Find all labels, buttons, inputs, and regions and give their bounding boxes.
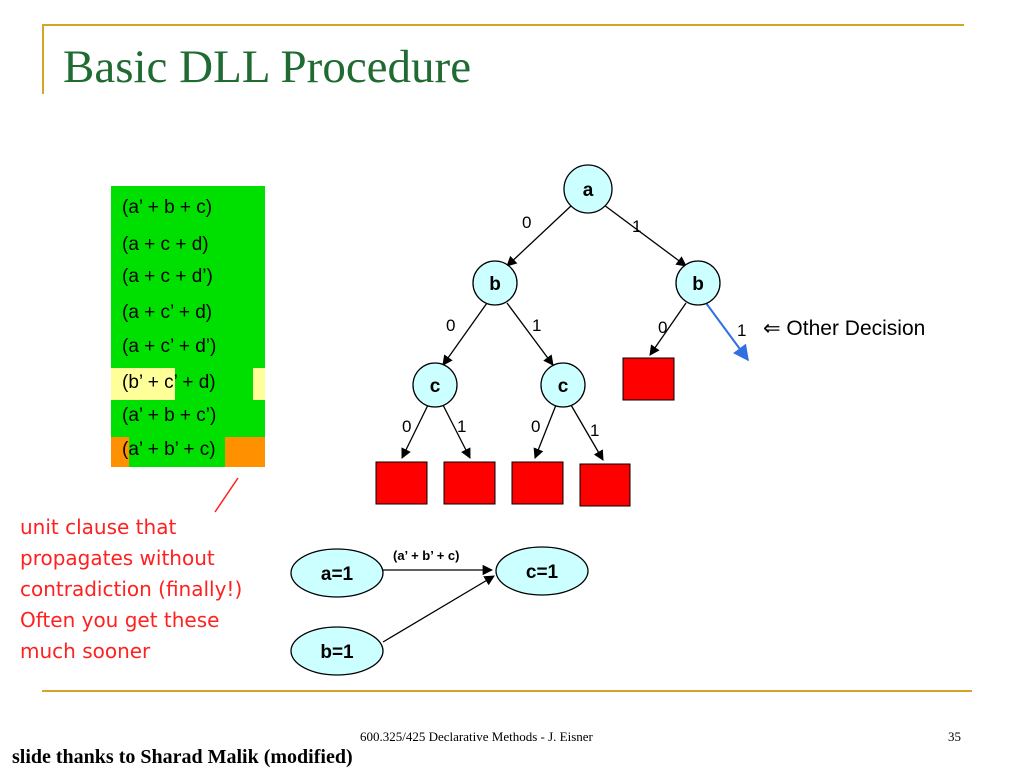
edge-label: 1	[632, 217, 641, 236]
frame-left-line	[42, 24, 44, 94]
tree-node-c-left	[412, 362, 458, 408]
tree-node-c-right	[540, 362, 586, 408]
annotation-line: contradiction (finally!)	[20, 577, 243, 601]
tree-node-label: b	[692, 274, 704, 295]
satisfied-clauses-block	[111, 186, 265, 374]
edge-label: 0	[522, 213, 531, 232]
implication-node-label: a=1	[321, 564, 354, 585]
edge-lc-left	[401, 404, 429, 459]
conflict-leaf	[579, 463, 631, 507]
frame-top-line	[42, 24, 964, 26]
annotation-line: much sooner	[20, 639, 151, 663]
edge-label: 1	[532, 316, 541, 335]
implication-node-label: c=1	[526, 562, 559, 583]
unit-clause-partial-green	[129, 437, 225, 467]
implication-node-label: b=1	[320, 642, 354, 663]
implication-edge-label: (a’ + b’ + c)	[393, 548, 459, 563]
tree-node-b-left	[472, 260, 518, 306]
edge-lb-left	[442, 302, 488, 366]
edge-a-right	[603, 204, 687, 267]
conflict-leaf	[443, 461, 496, 505]
edge-label: 0	[446, 316, 455, 335]
footer-line	[42, 690, 972, 692]
clause-8: (a’ + b’ + c)	[122, 439, 216, 460]
edge-rb-left	[649, 302, 687, 356]
tree-node-b-right	[675, 260, 721, 306]
implication-node-c	[495, 546, 589, 596]
tree-node-label: a	[583, 180, 594, 201]
annotation-arrow	[214, 477, 239, 513]
clause-bg-green-3	[111, 400, 265, 437]
edge-rc-right	[570, 404, 604, 461]
annotation-line: unit clause that	[20, 515, 177, 539]
clause-2: (a + c + d)	[122, 234, 209, 255]
edge-rb-right-blue	[705, 302, 749, 362]
edge-lb-right	[506, 302, 554, 366]
clause-table: (a’ + b + c) (a + c + d) (a + c + d’) (a…	[111, 186, 265, 467]
annotation-line: Often you get these	[20, 608, 220, 632]
tree-node-a	[563, 164, 613, 214]
annotation-line: propagates without	[20, 546, 215, 570]
tree-node-label: c	[558, 376, 569, 397]
clause-partial-green	[175, 368, 253, 400]
edge-label: 0	[531, 417, 540, 436]
edge-label: 1	[590, 421, 599, 440]
footer-text: 600.325/425 Declarative Methods - J. Eis…	[360, 729, 593, 744]
unit-clause-annotation: unit clause that propagates without cont…	[20, 512, 242, 667]
clause-7: (a’ + b + c’)	[122, 405, 217, 426]
edge-label: 1	[457, 417, 466, 436]
other-decision-label: ⇐ Other Decision	[763, 317, 926, 340]
implication-node-a	[290, 548, 384, 598]
edge-label: 0	[402, 417, 411, 436]
edge-lc-right	[442, 404, 471, 459]
edge-rc-left	[533, 404, 557, 459]
tree-node-label: b	[489, 274, 501, 295]
clause-4: (a + c’ + d)	[122, 302, 213, 323]
edge-a-left	[506, 204, 573, 267]
tree-node-label: c	[430, 376, 441, 397]
conflict-leaf	[622, 357, 675, 401]
conflict-leaf	[511, 461, 564, 505]
slide-title: Basic DLL Procedure	[63, 41, 472, 93]
edge-label: 0	[658, 318, 667, 337]
conflict-leaf	[375, 461, 428, 505]
implication-node-b	[290, 626, 384, 676]
page-number: 35	[948, 729, 961, 744]
implication-edge-b-c	[382, 575, 495, 643]
clause-6: (b’ + c’ + d)	[122, 372, 216, 393]
clause-5: (a + c’ + d’)	[122, 336, 217, 357]
edge-label: 1	[737, 321, 746, 340]
slide-credit: slide thanks to Sharad Malik (modified)	[12, 746, 353, 768]
clause-3: (a + c + d’)	[122, 266, 213, 287]
clause-1: (a’ + b + c)	[122, 197, 213, 218]
